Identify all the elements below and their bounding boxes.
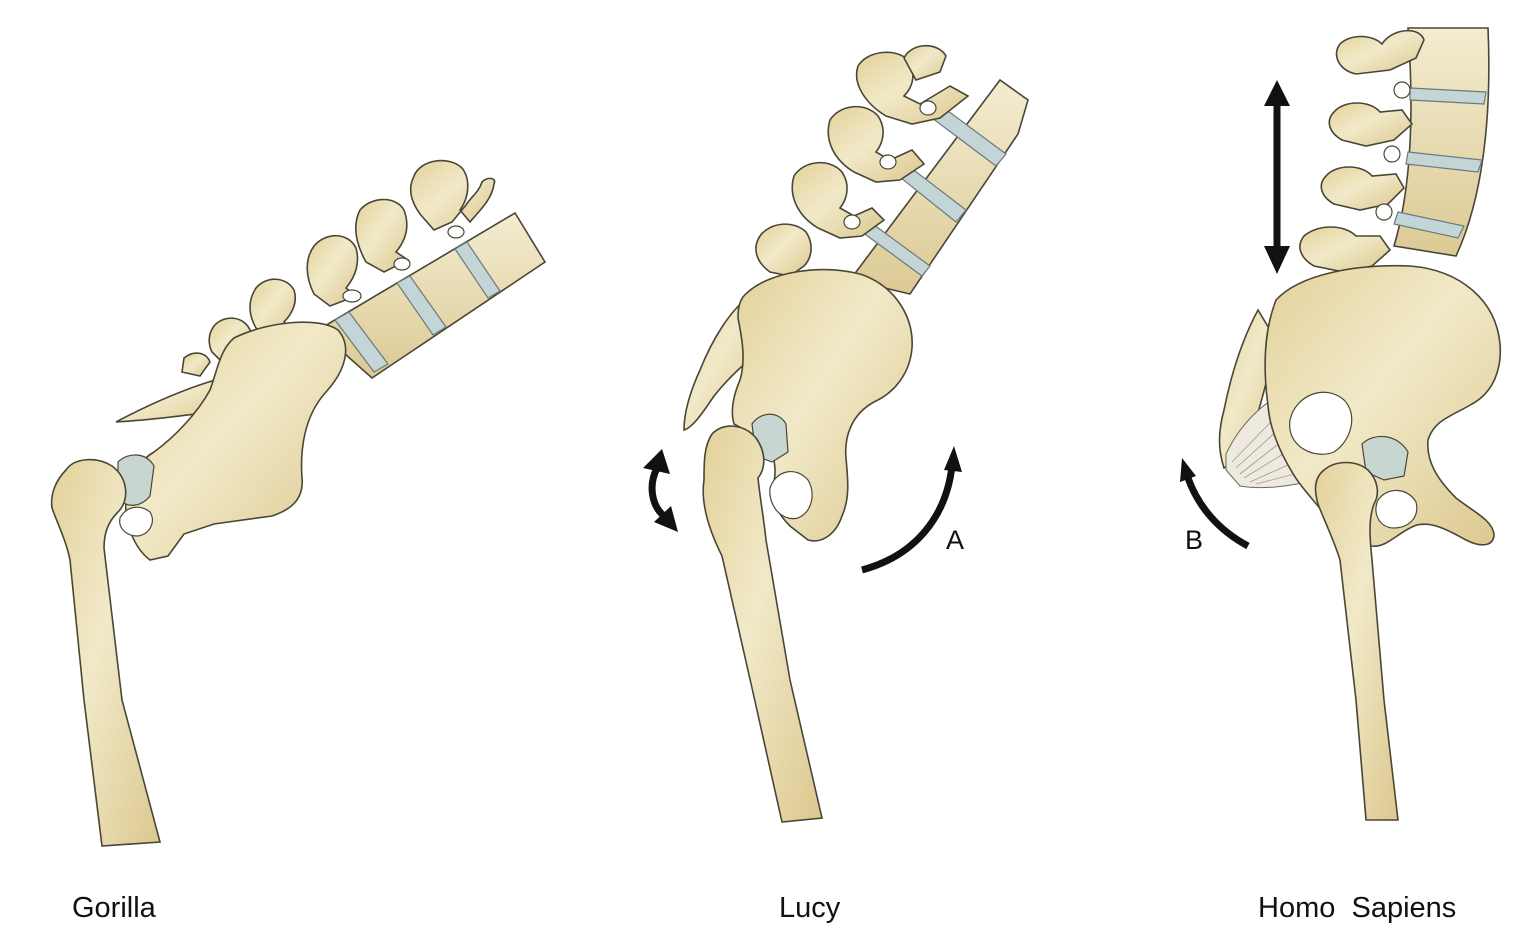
homo-sapiens-vertical-arrow (1264, 80, 1290, 274)
gorilla-spine (181, 159, 547, 380)
gorilla-skeleton (50, 159, 547, 847)
caption-homo-sapiens: Homo Sapiens (1258, 892, 1457, 924)
homo-sapiens-skeleton (1180, 27, 1502, 821)
label-b: B (1185, 525, 1204, 555)
caption-gorilla: Gorilla (72, 892, 156, 924)
lucy-ilium (731, 268, 913, 542)
lucy-femur (702, 425, 823, 823)
caption-lucy: Lucy (779, 892, 841, 924)
lucy-spine (755, 44, 1029, 295)
lucy-rotation-arrow (643, 449, 678, 532)
homo-sapiens-sacrum (1218, 308, 1277, 470)
lucy-arrow-a (861, 446, 962, 574)
homo-sapiens-spine (1299, 27, 1490, 273)
gorilla-femur (50, 458, 162, 847)
homo-sapiens-femur (1314, 461, 1399, 821)
lucy-skeleton (643, 44, 1029, 823)
homo-sapiens-arrow-b (1180, 458, 1250, 550)
gorilla-ilium (124, 321, 347, 561)
label-a: A (946, 525, 965, 555)
